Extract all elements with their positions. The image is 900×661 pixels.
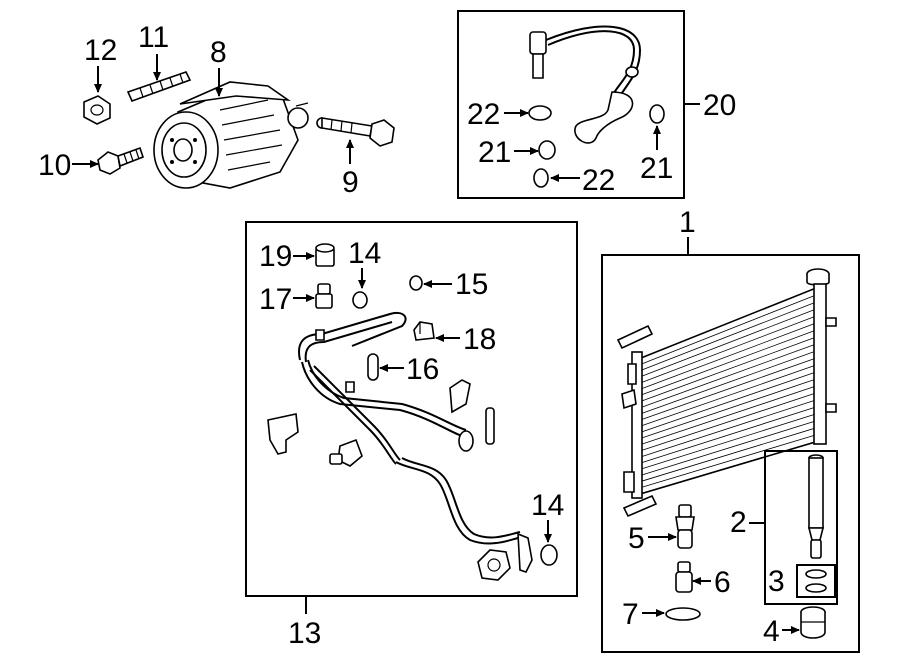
callout-1: 1 [679, 206, 696, 239]
callout-15: 15 [455, 268, 488, 301]
callout-16: 16 [406, 353, 439, 386]
callout-12: 12 [84, 34, 117, 67]
callout-19: 19 [259, 240, 292, 273]
callout-21-left: 21 [478, 136, 511, 169]
o-ring-part-3-lower [805, 583, 827, 593]
condenser-fin-line [637, 342, 819, 410]
condenser-part-1 [621, 283, 837, 499]
callout-5: 5 [628, 522, 645, 555]
bracket-part [449, 379, 471, 414]
condenser-fin-line [638, 384, 820, 446]
callout-8: 8 [210, 36, 227, 69]
valve-fitting-center [329, 438, 363, 467]
valve-part-5 [675, 504, 695, 549]
condenser-fin-line [636, 322, 818, 391]
condenser-fin-line [637, 363, 820, 428]
o-ring-part-15 [409, 275, 423, 291]
callout-10: 10 [38, 149, 71, 182]
condenser-fin-line [638, 377, 820, 440]
valve-part-17 [315, 283, 333, 309]
o-ring-part-22-lower [533, 168, 549, 188]
valve-part-6 [675, 561, 693, 593]
callout-22-upper: 22 [467, 98, 500, 131]
line-kit-box-13: 19 14 15 17 18 16 14 [245, 221, 578, 597]
callout-20: 20 [703, 89, 736, 122]
o-ring-part-3-upper [805, 569, 827, 579]
o-ring-part-14-upper [352, 291, 368, 309]
callout-17: 17 [259, 283, 292, 316]
o-ring-part-14-lower [540, 544, 558, 566]
condenser-fin-line [639, 418, 822, 477]
o-ring-part-7 [665, 607, 701, 621]
callout-14-lower: 14 [531, 489, 564, 522]
compressor-group: 12 11 8 10 9 [38, 21, 395, 199]
condenser-fin-line [636, 329, 818, 397]
condenser-fin-line [636, 301, 817, 373]
callout-13: 13 [288, 617, 321, 650]
callout-4: 4 [763, 615, 780, 648]
plug-part-4 [800, 606, 826, 639]
condenser-fin-line [639, 411, 822, 471]
condenser-fin-line [636, 294, 817, 367]
cap-top [806, 268, 830, 286]
callout-18: 18 [463, 323, 496, 356]
hose-kit-box-20: 22 21 22 21 [457, 10, 685, 199]
callout-7: 7 [622, 598, 639, 631]
condenser-fin-line [636, 308, 817, 379]
nut-part-12 [83, 95, 111, 125]
bolt-part-9 [316, 117, 395, 147]
condenser-fin-line [639, 432, 822, 489]
condenser-fin-line [636, 315, 818, 385]
o-ring-part-21-left [538, 140, 556, 160]
hose-part-20 [529, 25, 642, 144]
o-ring-part-21-right [649, 104, 665, 124]
stud-part-11 [126, 71, 192, 103]
tube-sleeve-upper [616, 324, 654, 350]
o-ring-part-22-upper [528, 105, 552, 121]
callout-6: 6 [714, 566, 731, 599]
clip-part-18 [413, 321, 435, 341]
tube-sleeve-lower [622, 494, 658, 518]
condenser-fin-line [638, 398, 821, 458]
callout-9: 9 [342, 166, 359, 199]
condenser-fin-line [637, 356, 819, 422]
callout-3: 3 [768, 565, 785, 598]
condenser-fin-line [638, 370, 820, 434]
callout-14-upper: 14 [348, 237, 381, 270]
condenser-fin-line [637, 335, 819, 404]
seal-kit-box-3 [796, 564, 836, 598]
drier-part-2 [807, 454, 825, 559]
sleeve-part-16 [367, 353, 379, 381]
condenser-fin-line [638, 391, 821, 452]
ac-line-part-13 [298, 312, 533, 581]
callout-22-lower: 22 [582, 164, 615, 197]
condenser-box-1: 2 3 5 6 7 4 [601, 254, 860, 653]
callout-21-right: 21 [640, 152, 673, 185]
bolt-part-10 [97, 146, 144, 175]
drier-kit-box-2 [764, 450, 838, 605]
condenser-fin-line [637, 349, 819, 416]
pin-part [485, 407, 495, 445]
condenser-fin-line [639, 425, 822, 483]
condenser-fin-line [638, 405, 821, 464]
compressor-part-8 [153, 81, 309, 189]
callout-2: 2 [730, 506, 747, 539]
cap-part-19 [315, 243, 335, 267]
callout-11: 11 [138, 21, 169, 54]
valve-fitting-left [267, 413, 299, 455]
